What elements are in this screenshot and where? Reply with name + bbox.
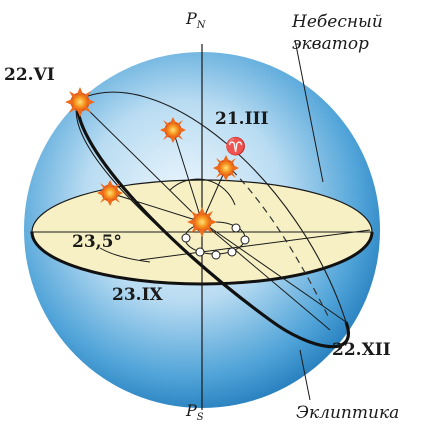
- autumnal-equinox-label: 23.IX: [112, 285, 164, 305]
- ecliptic-label: Эклиптика: [296, 403, 399, 423]
- sun-position-icon: [97, 180, 123, 206]
- sun-vernal-equinox-icon: [213, 155, 239, 181]
- sun-summer-solstice-icon: [65, 87, 95, 117]
- tilt-angle-label: 23,5°: [72, 232, 122, 252]
- sun-position-icon: [160, 117, 186, 143]
- sun-center-icon: [187, 207, 217, 237]
- vernal-equinox-label: 21.III: [215, 109, 268, 129]
- pole-north-label: PN: [185, 9, 207, 31]
- summer-solstice-label: 22.VI: [4, 65, 55, 85]
- equator-label-line1: Небесный: [291, 12, 383, 32]
- equator-label-line2: экватор: [292, 34, 369, 54]
- winter-solstice-label: 22.XII: [332, 340, 391, 360]
- aries-symbol: ♈: [225, 136, 246, 157]
